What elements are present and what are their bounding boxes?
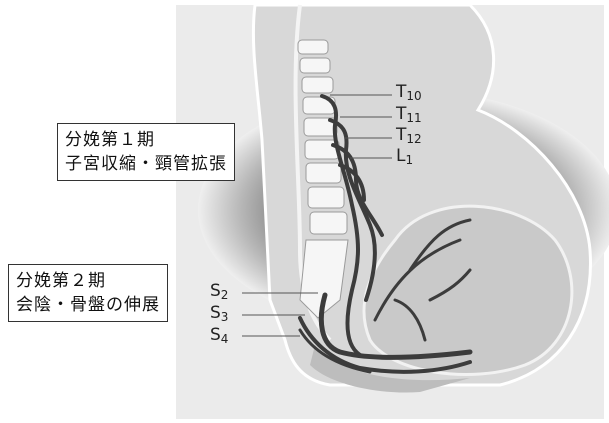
callout-stage1: 分娩第１期 子宮収縮・頸管拡張 <box>57 123 235 181</box>
callout-stage1-detail: 子宮収縮・頸管拡張 <box>65 152 227 176</box>
callout-stage2-detail: 会陰・骨盤の伸展 <box>16 293 160 317</box>
segment-label-s4: S4 <box>210 325 228 346</box>
segment-number: 3 <box>221 310 229 324</box>
segment-number: 4 <box>221 332 229 346</box>
vertebra <box>310 212 347 234</box>
vertebra <box>300 58 330 73</box>
segment-label-t12: T12 <box>396 125 422 146</box>
segment-number: 12 <box>406 132 421 146</box>
callout-stage2-title: 分娩第２期 <box>16 269 160 293</box>
segment-label-s3: S3 <box>210 303 228 324</box>
vertebra <box>305 140 339 159</box>
segment-label-l1: L1 <box>396 146 413 167</box>
vertebra <box>308 187 344 208</box>
segment-letter: T <box>396 104 406 124</box>
segment-letter: T <box>396 125 406 145</box>
vertebra <box>306 163 341 183</box>
segment-number: 1 <box>405 153 413 167</box>
segment-letter: S <box>210 325 221 345</box>
segment-label-t10: T10 <box>396 82 422 103</box>
callout-stage2: 分娩第２期 会陰・骨盤の伸展 <box>8 264 168 322</box>
callout-stage1-title: 分娩第１期 <box>65 128 227 152</box>
segment-number: 10 <box>406 89 421 103</box>
vertebra <box>302 77 333 93</box>
segment-letter: S <box>210 303 221 323</box>
segment-letter: S <box>210 281 221 301</box>
segment-number: 11 <box>406 111 421 125</box>
segment-label-s2: S2 <box>210 281 228 302</box>
segment-letter: T <box>396 82 406 102</box>
vertebra <box>298 40 328 54</box>
segment-number: 2 <box>221 288 229 302</box>
segment-label-t11: T11 <box>396 104 422 125</box>
